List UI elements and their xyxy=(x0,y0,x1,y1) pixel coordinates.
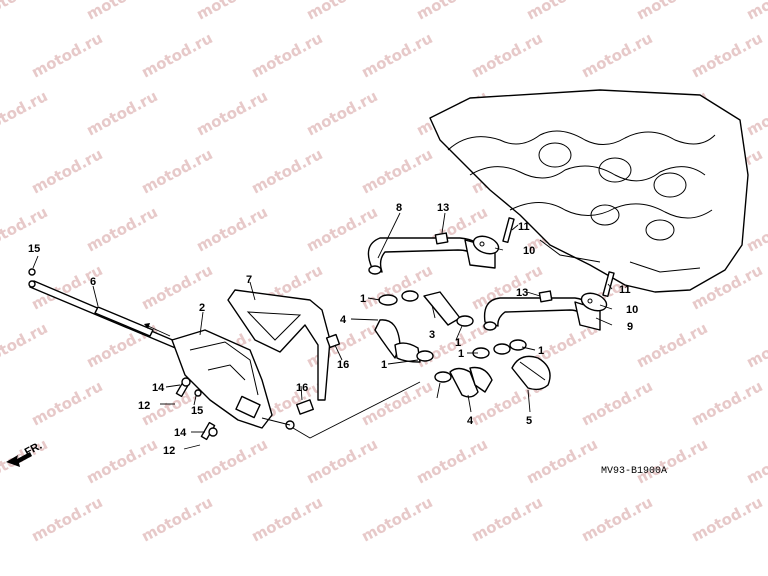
watermark-text: motod.ru xyxy=(0,87,51,139)
watermark-text: motod.ru xyxy=(413,0,490,24)
direction-arrow xyxy=(144,323,171,337)
watermark-text: motod.ru xyxy=(358,29,435,81)
watermark-text: motod.ru xyxy=(303,435,380,487)
watermark-text: motod.ru xyxy=(743,203,768,255)
watermark-text: motod.ru xyxy=(743,87,768,139)
watermark-text: motod.ru xyxy=(743,0,768,24)
callout-8: 8 xyxy=(396,202,402,214)
watermark-text: motod.ru xyxy=(688,29,765,81)
callout-10: 10 xyxy=(626,304,638,316)
watermark-text: motod.ru xyxy=(688,377,765,429)
watermark-text: motod.ru xyxy=(633,319,710,371)
watermark-text: motod.ru xyxy=(193,87,270,139)
watermark-text: motod.ru xyxy=(633,435,710,487)
callout-11: 11 xyxy=(518,221,530,233)
callout-16: 16 xyxy=(337,359,349,371)
callout-12: 12 xyxy=(138,400,150,412)
callout-13: 13 xyxy=(516,287,528,299)
watermark-text: motod.ru xyxy=(413,319,490,371)
callout-13: 13 xyxy=(437,202,449,214)
engine-head-outline xyxy=(429,89,749,293)
watermark-text: motod.ru xyxy=(578,377,655,429)
watermark-text: motod.ru xyxy=(743,435,768,487)
callout-4: 4 xyxy=(340,314,347,326)
callout-15: 15 xyxy=(28,243,40,255)
watermark-text: motod.ru xyxy=(0,0,51,24)
watermark-text: motod.ru xyxy=(743,319,768,371)
diagram-code: MV93-B1900A xyxy=(601,466,667,477)
callout-4: 4 xyxy=(467,415,474,427)
watermark-text: motod.ru xyxy=(303,0,380,24)
watermark-text: motod.ru xyxy=(303,87,380,139)
watermark-text: motod.ru xyxy=(28,493,105,545)
watermark-text: motod.ru xyxy=(248,29,325,81)
watermark-text: motod.ru xyxy=(83,435,160,487)
watermark-text: motod.ru xyxy=(523,0,600,24)
watermark-text: motod.ru xyxy=(468,29,545,81)
part-7-bracket xyxy=(227,289,331,401)
watermark-text: motod.ru xyxy=(28,377,105,429)
watermark-text: motod.ru xyxy=(28,145,105,197)
watermark-text: motod.ru xyxy=(193,203,270,255)
watermark-text: motod.ru xyxy=(358,493,435,545)
watermark-text: motod.ru xyxy=(138,29,215,81)
watermark-text: motod.ru xyxy=(0,203,51,255)
watermark-text: motod.ru xyxy=(633,0,710,24)
watermark-text: motod.ru xyxy=(413,435,490,487)
leader-lines xyxy=(32,212,613,450)
callout-numbers: 15 6 2 7 16 16 14 12 15 14 12 8 13 11 10… xyxy=(28,202,638,457)
callout-14: 14 xyxy=(174,427,187,439)
watermark-text: motod.ru xyxy=(0,319,51,371)
watermark-text: motod.ru xyxy=(138,493,215,545)
callout-1: 1 xyxy=(381,359,387,371)
callout-10: 10 xyxy=(523,245,535,257)
hoses-and-clamps xyxy=(374,290,551,398)
watermark-text: motod.ru xyxy=(523,435,600,487)
callout-1: 1 xyxy=(458,348,464,360)
bolts-and-washers xyxy=(28,268,341,441)
callout-6: 6 xyxy=(90,276,96,288)
callout-9: 9 xyxy=(627,321,633,333)
callout-2: 2 xyxy=(199,302,205,314)
callout-11: 11 xyxy=(619,284,631,296)
callout-7: 7 xyxy=(246,274,252,286)
watermark-text: motod.ru xyxy=(358,377,435,429)
callout-3: 3 xyxy=(429,329,435,341)
callout-12: 12 xyxy=(163,445,175,457)
part-6-cable xyxy=(28,280,190,353)
watermark-text: motod.ru xyxy=(248,493,325,545)
watermark-text: motod.ru xyxy=(688,493,765,545)
watermark-text: motod.ru xyxy=(83,0,160,24)
callout-1: 1 xyxy=(360,293,366,305)
watermark-text: motod.ru xyxy=(248,145,325,197)
watermark-text: motod.ru xyxy=(578,29,655,81)
callout-1: 1 xyxy=(455,337,461,349)
watermark-text: motod.ru xyxy=(358,145,435,197)
callout-14: 14 xyxy=(152,382,165,394)
part-2-control-valve xyxy=(171,329,295,430)
gaskets-studs-nuts xyxy=(434,217,615,312)
callout-16: 16 xyxy=(296,382,308,394)
watermark-text: motod.ru xyxy=(578,493,655,545)
callout-15: 15 xyxy=(191,405,203,417)
callout-1: 1 xyxy=(538,345,544,357)
watermark-text: motod.ru xyxy=(28,29,105,81)
watermark-text: motod.ru xyxy=(193,435,270,487)
watermark-text: motod.ru xyxy=(193,0,270,24)
watermark-text: motod.ru xyxy=(83,203,160,255)
watermark-text: motod.ru xyxy=(83,87,160,139)
part-8-pipe xyxy=(367,237,496,275)
callout-5: 5 xyxy=(526,415,532,427)
watermark-text: motod.ru xyxy=(468,493,545,545)
watermark-text: motod.ru xyxy=(138,145,215,197)
